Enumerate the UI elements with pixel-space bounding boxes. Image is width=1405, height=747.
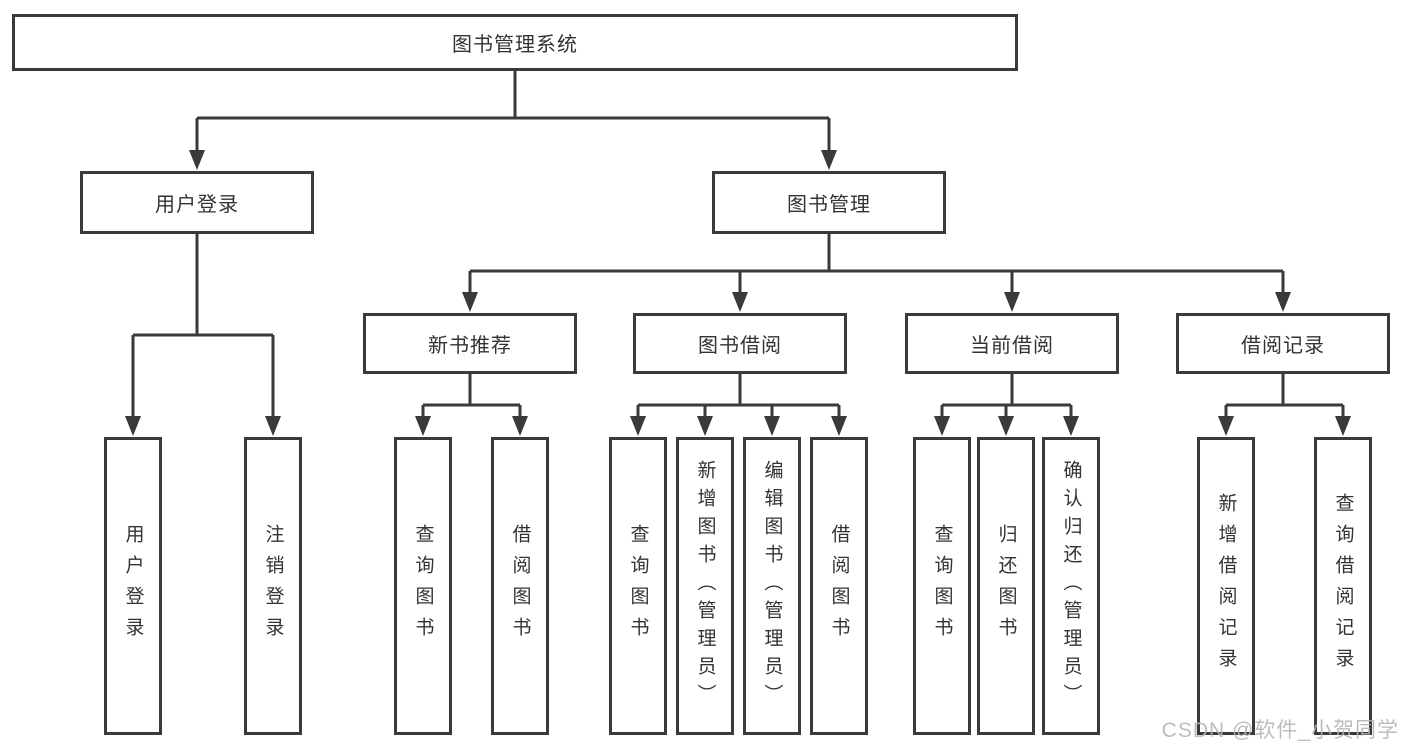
leaf-edit-books-admin-label: 编辑图书（管理员） [761, 460, 783, 712]
leaf-user-login-label: 用户登录 [122, 524, 144, 648]
node-book-management: 图书管理 [712, 171, 946, 234]
node-new-book-recommend: 新书推荐 [363, 313, 577, 374]
leaf-confirm-return-admin: 确认归还（管理员） [1042, 437, 1100, 735]
node-borrow-records: 借阅记录 [1176, 313, 1390, 374]
node-book-borrow: 图书借阅 [633, 313, 847, 374]
leaf-add-books-admin: 新增图书（管理员） [676, 437, 734, 735]
leaf-logout-label: 注销登录 [262, 524, 284, 648]
node-book-borrow-label: 图书借阅 [698, 335, 782, 357]
node-new-book-recommend-label: 新书推荐 [428, 335, 512, 357]
leaf-add-borrow-record-label: 新增借阅记录 [1215, 493, 1237, 679]
connector-edges [131, 71, 1345, 418]
leaf-borrow-books-recommend-label: 借阅图书 [509, 524, 531, 648]
leaf-query-books-current: 查询图书 [913, 437, 971, 735]
leaf-query-books-recommend-label: 查询图书 [412, 524, 434, 648]
arrowheads [125, 150, 1351, 436]
leaf-query-books-borrow: 查询图书 [609, 437, 667, 735]
node-library-system-label: 图书管理系统 [452, 34, 578, 56]
node-current-borrow-label: 当前借阅 [970, 335, 1054, 357]
leaf-query-borrow-record-label: 查询借阅记录 [1332, 493, 1354, 679]
node-current-borrow: 当前借阅 [905, 313, 1119, 374]
leaf-return-books: 归还图书 [977, 437, 1035, 735]
node-library-system: 图书管理系统 [12, 14, 1018, 71]
leaf-borrow-books-label: 借阅图书 [828, 524, 850, 648]
leaf-logout: 注销登录 [244, 437, 302, 735]
node-borrow-records-label: 借阅记录 [1241, 335, 1325, 357]
node-user-login: 用户登录 [80, 171, 314, 234]
node-user-login-label: 用户登录 [155, 194, 239, 216]
leaf-return-books-label: 归还图书 [995, 524, 1017, 648]
leaf-user-login: 用户登录 [104, 437, 162, 735]
leaf-edit-books-admin: 编辑图书（管理员） [743, 437, 801, 735]
leaf-confirm-return-admin-label: 确认归还（管理员） [1060, 460, 1082, 712]
leaf-add-books-admin-label: 新增图书（管理员） [694, 460, 716, 712]
leaf-borrow-books-recommend: 借阅图书 [491, 437, 549, 735]
leaf-query-books-borrow-label: 查询图书 [627, 524, 649, 648]
leaf-borrow-books: 借阅图书 [810, 437, 868, 735]
csdn-watermark: CSDN @软件_小贺同学 [1161, 719, 1399, 742]
leaf-add-borrow-record: 新增借阅记录 [1197, 437, 1255, 735]
leaf-query-books-current-label: 查询图书 [931, 524, 953, 648]
node-book-management-label: 图书管理 [787, 194, 871, 216]
leaf-query-borrow-record: 查询借阅记录 [1314, 437, 1372, 735]
leaf-query-books-recommend: 查询图书 [394, 437, 452, 735]
